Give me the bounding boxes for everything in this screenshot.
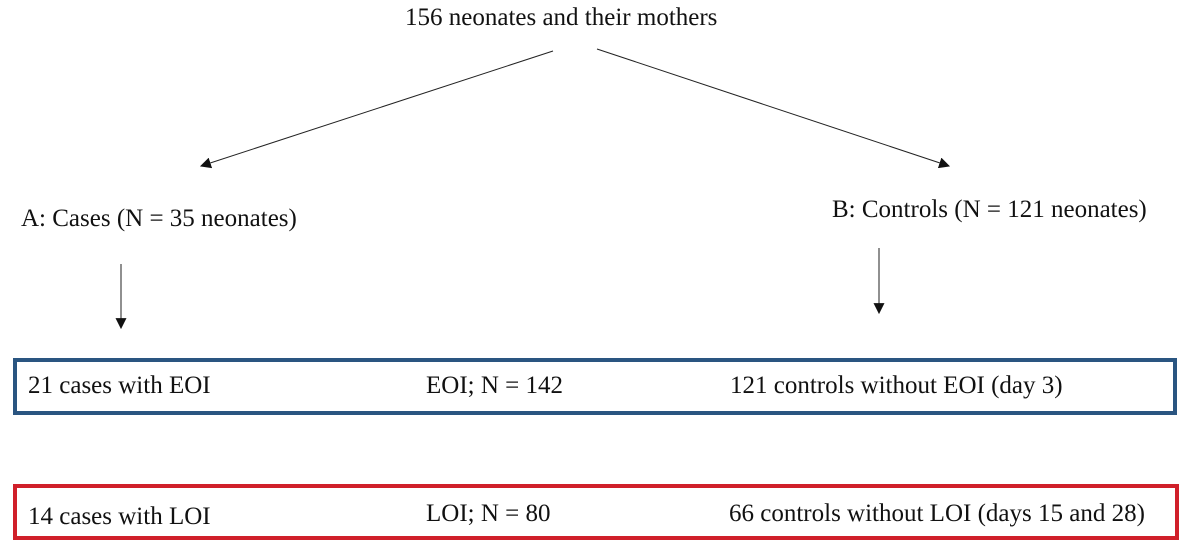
arrow-root-to-cases <box>199 50 554 169</box>
arrow-root-to-controls <box>596 48 951 169</box>
loi-cases-label: 14 cases with LOI <box>28 503 211 530</box>
eoi-controls-label: 121 controls without EOI (day 3) <box>730 372 1063 399</box>
loi-row-box <box>13 484 1179 540</box>
cases-group-label: A: Cases (N = 35 neonates) <box>21 205 297 232</box>
eoi-cases-label: 21 cases with EOI <box>28 372 211 399</box>
controls-group-label: B: Controls (N = 121 neonates) <box>832 196 1147 223</box>
loi-total-label: LOI; N = 80 <box>426 500 551 527</box>
eoi-total-label: EOI; N = 142 <box>426 372 563 399</box>
loi-controls-label: 66 controls without LOI (days 15 and 28) <box>729 500 1145 527</box>
root-node-label: 156 neonates and their mothers <box>405 4 718 31</box>
eoi-row-box <box>13 358 1177 415</box>
